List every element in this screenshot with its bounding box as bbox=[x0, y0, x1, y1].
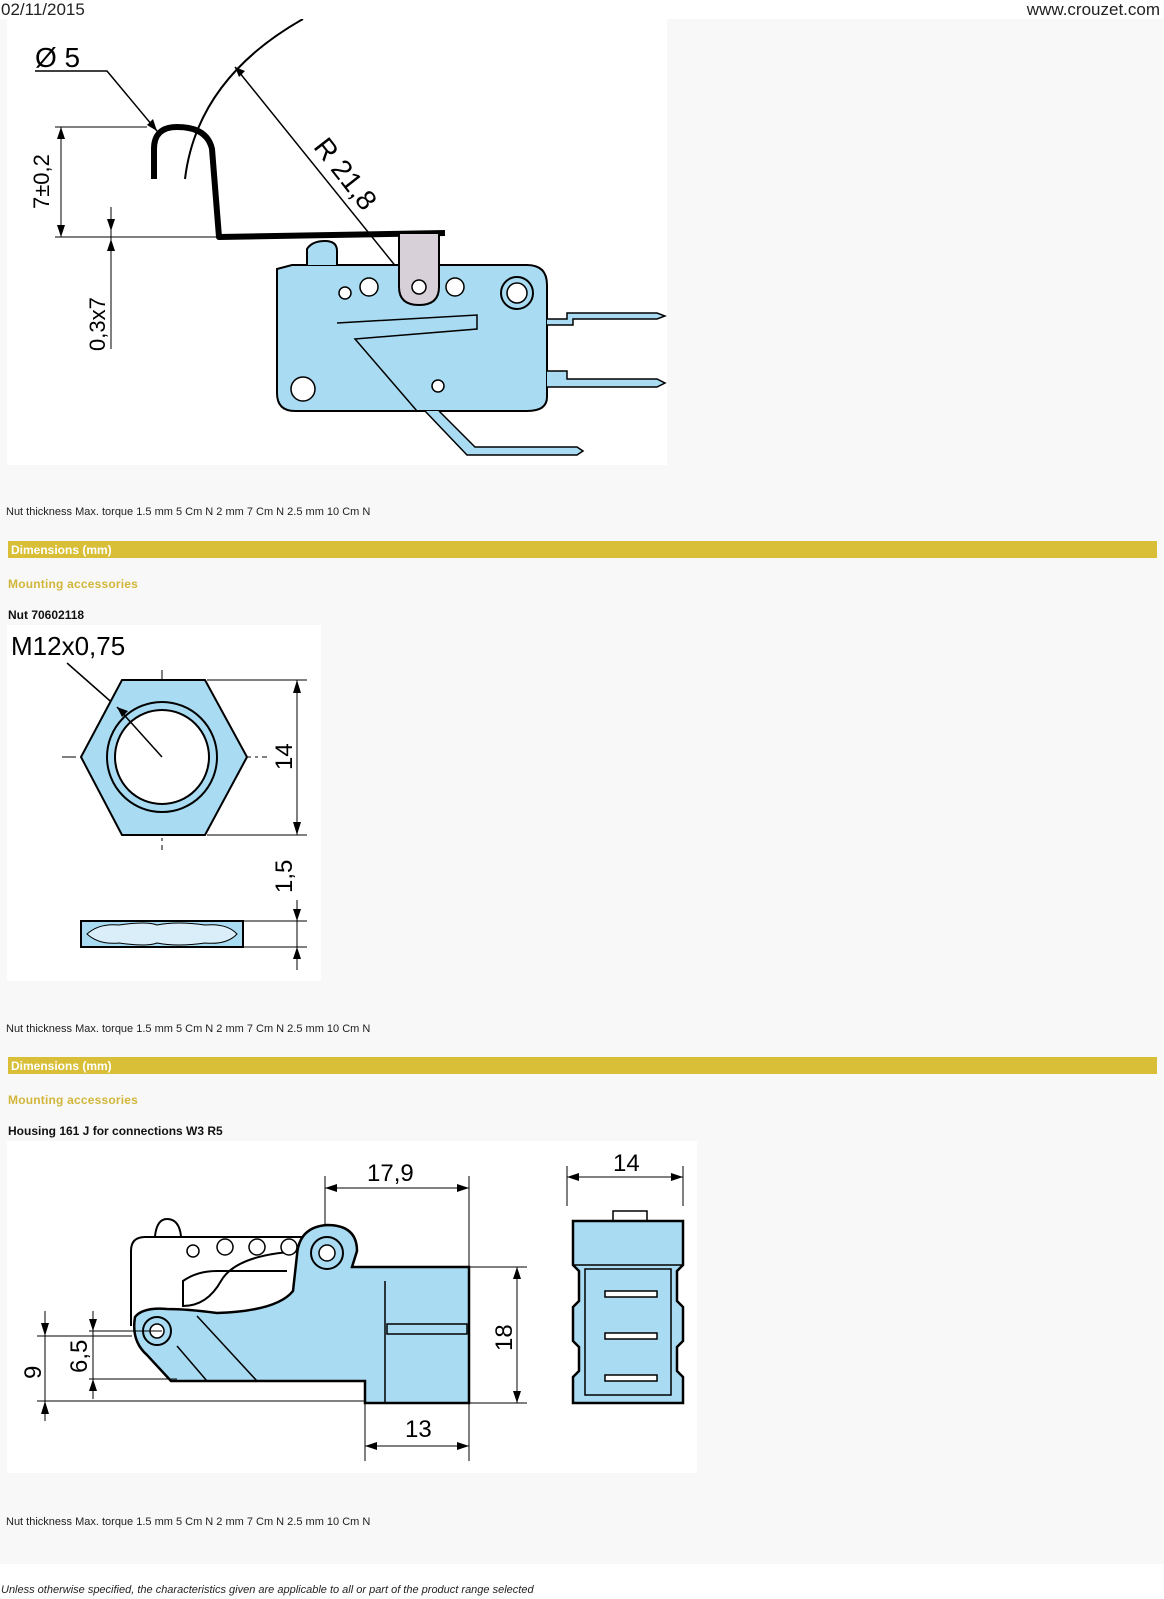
thread-label: M12x0,75 bbox=[11, 631, 125, 661]
header-site-link[interactable]: www.crouzet.com bbox=[1026, 0, 1160, 19]
left-height-label: 9 bbox=[20, 1366, 47, 1379]
header-date: 02/11/2015 bbox=[1, 0, 85, 19]
figure-lever-switch: R 21,8 Ø 5 7±0,2 0,3x7 bbox=[7, 19, 667, 465]
subheading-mounting-accessories-2: Mounting accessories bbox=[8, 1093, 139, 1107]
figure-nut: M12x0,75 14 1,5 bbox=[7, 625, 321, 981]
item-title-housing: Housing 161 J for connections W3 R5 bbox=[8, 1124, 223, 1138]
height-18-label: 18 bbox=[491, 1324, 518, 1351]
figure-housing: 17,9 9 6,5 18 bbox=[7, 1141, 697, 1473]
torque-note-2: Nut thickness Max. torque 1.5 mm 5 Cm N … bbox=[6, 1023, 371, 1035]
section-bar-label: Dimensions (mm) bbox=[11, 1059, 112, 1073]
nut-thickness-label: 1,5 bbox=[271, 860, 298, 893]
left-pin-label: 6,5 bbox=[66, 1340, 93, 1373]
height-label: 7±0,2 bbox=[29, 154, 54, 209]
section-bar-label: Dimensions (mm) bbox=[11, 543, 112, 557]
subheading-mounting-accessories-1: Mounting accessories bbox=[8, 577, 139, 591]
item-title-nut: Nut 70602118 bbox=[8, 608, 85, 622]
thickness-label: 0,3x7 bbox=[85, 297, 110, 351]
length-top-label: 17,9 bbox=[367, 1160, 414, 1187]
diameter-label: Ø 5 bbox=[35, 42, 80, 73]
footer-disclaimer: Unless otherwise specified, the characte… bbox=[1, 1584, 534, 1596]
across-flats-label: 14 bbox=[271, 743, 298, 770]
section-bar-dimensions-2: Dimensions (mm) bbox=[8, 1057, 1157, 1074]
torque-note-3: Nut thickness Max. torque 1.5 mm 5 Cm N … bbox=[6, 1516, 371, 1528]
section-bar-dimensions-1: Dimensions (mm) bbox=[8, 541, 1157, 558]
width-14-label: 14 bbox=[613, 1150, 640, 1177]
torque-note-1: Nut thickness Max. torque 1.5 mm 5 Cm N … bbox=[6, 506, 371, 518]
length-bottom-label: 13 bbox=[405, 1416, 432, 1443]
